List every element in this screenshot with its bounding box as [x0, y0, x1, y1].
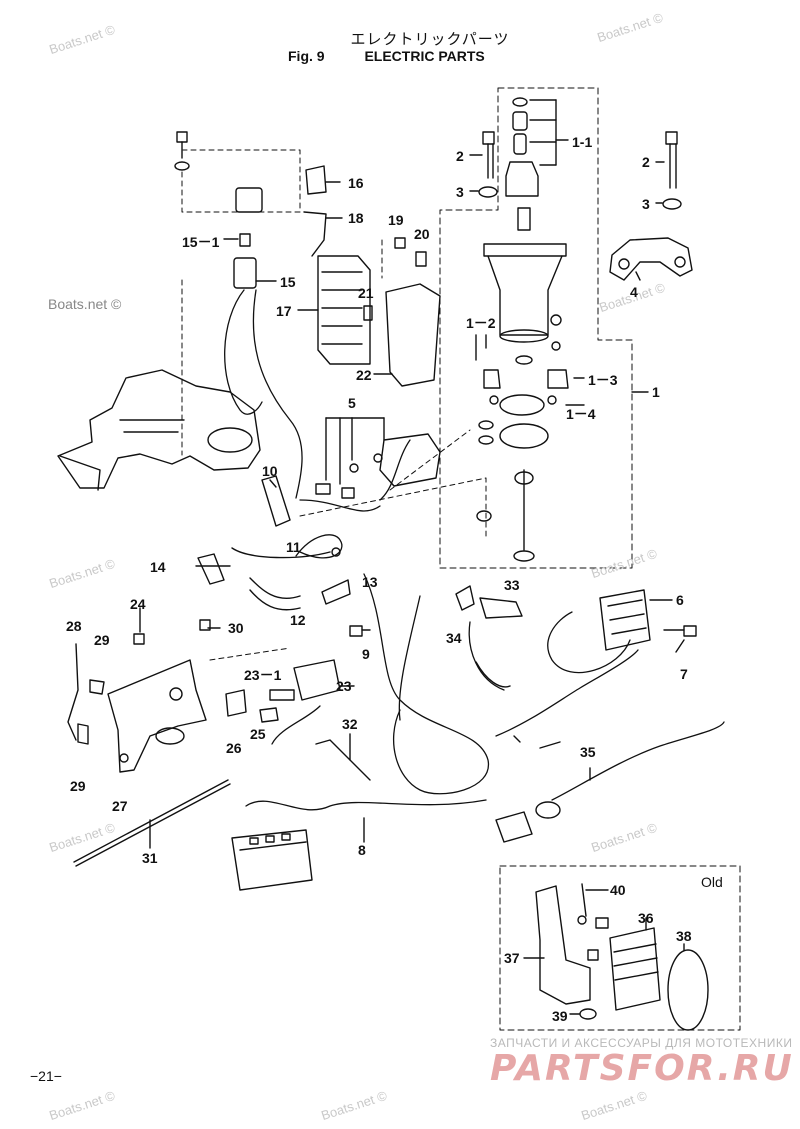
callout-18: 18	[348, 210, 364, 226]
page-number: −21−	[30, 1068, 62, 1084]
callout-33: 33	[504, 577, 520, 593]
kill-switch-group	[225, 659, 371, 781]
key-switch-part	[495, 767, 591, 843]
callout-40: 40	[610, 882, 626, 898]
shop-tagline: ЗАПЧАСТИ И АКСЕССУАРЫ ДЛЯ МОТОТЕХНИКИ	[490, 1036, 793, 1050]
rectifier-group	[297, 237, 441, 387]
starter-motor-part	[483, 207, 567, 365]
callout-30: 30	[228, 620, 244, 636]
callout-13: 13	[362, 574, 378, 590]
callout-23-1: 23－1	[244, 667, 282, 683]
callout-31: 31	[142, 850, 158, 866]
starter-assembly-boundary	[439, 87, 633, 569]
callout-23: 23	[336, 678, 352, 694]
old-parts-group	[523, 883, 709, 1031]
callout-1-2: 1－2	[466, 315, 496, 331]
regulator-group	[349, 585, 697, 749]
callout-3: 3	[456, 184, 464, 200]
callout-32: 32	[342, 716, 358, 732]
callout-24: 24	[130, 596, 146, 612]
callout-1-4: 1－4	[566, 406, 596, 422]
callout-6: 6	[676, 592, 684, 608]
callout-15: 15	[280, 274, 296, 290]
callout-19: 19	[388, 212, 404, 228]
shop-brand-logo: PARTSFOR.RU	[490, 1048, 794, 1089]
callout-11: 11	[286, 539, 301, 555]
callout-20: 20	[414, 226, 430, 242]
old-parts-boundary	[499, 865, 741, 1031]
callout-1: 1	[652, 384, 660, 400]
figure-number: Fig. 9	[288, 48, 325, 64]
callout-29: 29	[70, 778, 86, 794]
callout-25: 25	[250, 726, 266, 742]
title-japanese: エレクトリックパーツ	[350, 30, 510, 48]
callout-4: 4	[630, 284, 638, 300]
callout-28: 28	[66, 618, 82, 634]
bolt-part-left	[469, 131, 498, 198]
old-parts-label: Old	[701, 874, 723, 890]
ignition-coil-part	[299, 417, 487, 537]
callout-15-1: 15－1	[182, 234, 220, 250]
relay-group	[174, 131, 343, 289]
callout-21: 21	[358, 285, 374, 301]
engine-housing-part	[57, 279, 261, 491]
callout-9: 9	[362, 646, 370, 662]
callout-35: 35	[580, 744, 596, 760]
callout-29: 29	[94, 632, 110, 648]
watermark: Boats.net ©	[48, 296, 122, 312]
callout-36: 36	[638, 910, 654, 926]
callout-26: 26	[226, 740, 242, 756]
starter-brushes-part	[475, 334, 585, 562]
callout-2: 2	[456, 148, 464, 164]
callout-12: 12	[290, 612, 306, 628]
figure-title: Fig. 9 ELECTRIC PARTS	[288, 48, 485, 64]
callout-5: 5	[348, 395, 356, 411]
callout-39: 39	[552, 1008, 568, 1024]
callout-34: 34	[446, 630, 462, 646]
callout-14: 14	[150, 559, 166, 575]
callout-38: 38	[676, 928, 692, 944]
battery-group	[73, 779, 365, 891]
callout-7: 7	[680, 666, 688, 682]
callout-16: 16	[348, 175, 364, 191]
callout-37: 37	[504, 950, 520, 966]
throttle-bracket-part	[67, 607, 291, 773]
callout-1-3: 1－3	[588, 372, 618, 388]
pinion-stack-part	[505, 97, 569, 197]
callout-3: 3	[642, 196, 650, 212]
bracket-part	[609, 131, 693, 281]
callout-22: 22	[356, 367, 372, 383]
callout-1-1: 1-1	[572, 134, 593, 150]
callout-10: 10	[262, 463, 278, 479]
callout-17: 17	[276, 303, 292, 319]
callout-27: 27	[112, 798, 128, 814]
plug-cap-group	[195, 475, 351, 611]
callout-8: 8	[358, 842, 366, 858]
harness-wires	[224, 289, 725, 811]
callout-2: 2	[642, 154, 650, 170]
figure-title-text: ELECTRIC PARTS	[364, 48, 485, 64]
